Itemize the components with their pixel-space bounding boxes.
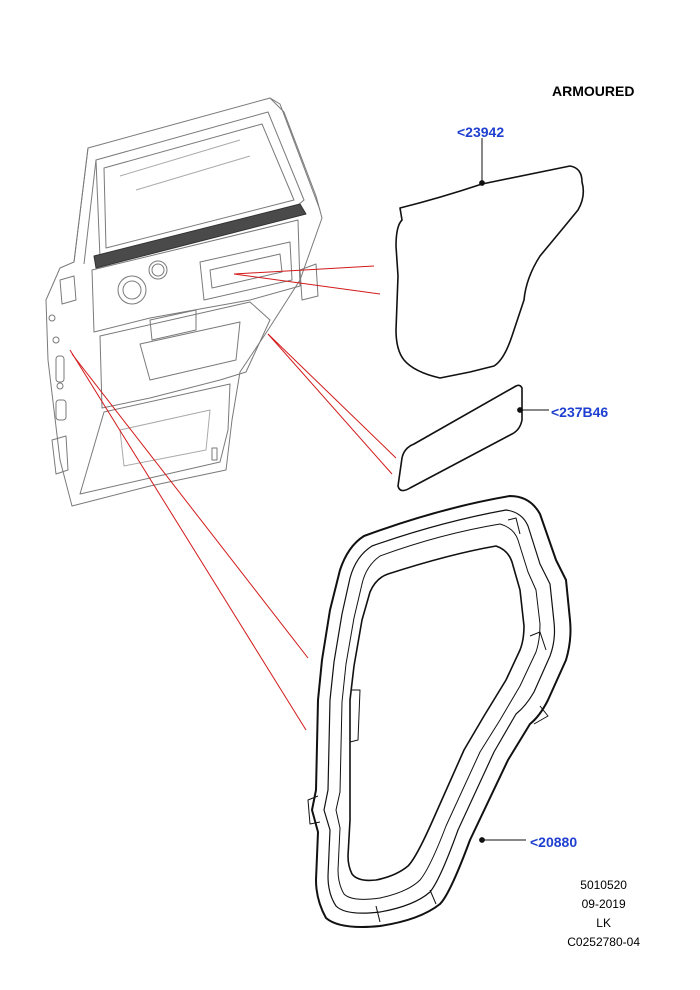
callout-pointers [479,138,549,843]
door-trim-panel-part [395,165,585,379]
door-seal-part [307,495,572,928]
variant-label: ARMOURED [552,83,635,99]
part-callout-20880[interactable]: <20880 [530,834,578,850]
part-callout-237b46[interactable]: <237B46 [551,404,609,420]
drawing-date: 09-2019 [581,897,626,911]
drawing-info-block: 5010520 09-2019 LK C0252780-04 [567,876,640,952]
drawing-initials: LK [596,916,611,930]
drawing-ref-number: 5010520 [580,878,627,892]
rear-door-illustration [45,97,323,507]
part-callout-23942[interactable]: <23942 [457,124,505,140]
leader-lines [69,265,397,731]
drawing-code: C0252780-04 [567,935,640,949]
insulation-pad-part [397,384,523,492]
